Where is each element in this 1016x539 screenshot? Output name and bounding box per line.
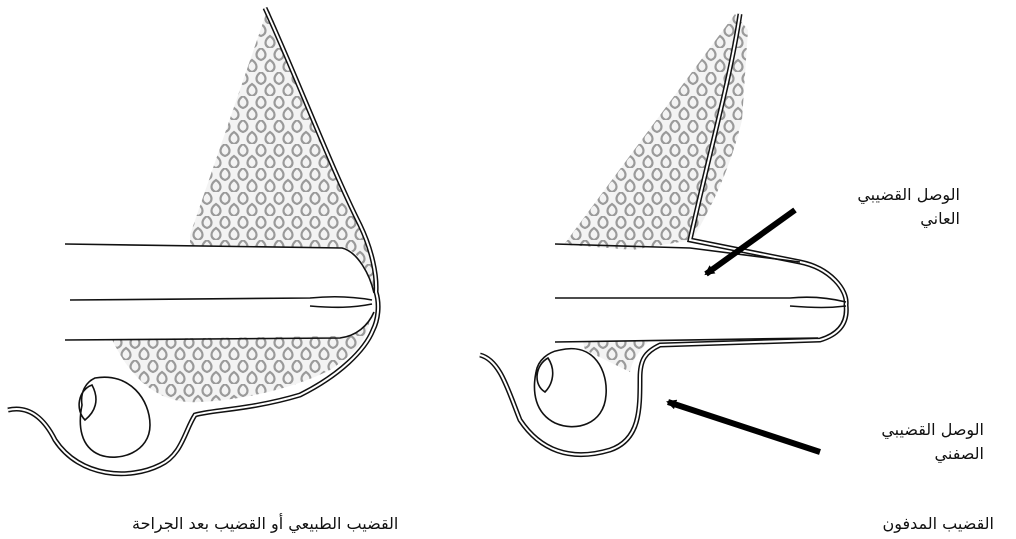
- penile-shaft-left: [65, 244, 372, 340]
- testis-left: [79, 377, 150, 457]
- arrow-penoscrotal: [668, 402, 820, 452]
- penopubic-label-line-1: الوصل القضيبي: [857, 183, 960, 207]
- penopubic-junction-label: الوصل القضيبي العاني: [857, 183, 960, 231]
- penoscrotal-junction-label: الوصل القضيبي الصفني: [881, 418, 984, 466]
- normal-penis-caption: القضيب الطبيعي أو القضيب بعد الجراحة: [132, 512, 398, 536]
- penile-shaft-right: [555, 244, 846, 342]
- buried-penis-caption: القضيب المدفون: [882, 512, 994, 536]
- normal-penis-diagram: [8, 8, 378, 474]
- penoscrotal-label-line-2: الصفني: [881, 442, 984, 466]
- suprapubic-fat-right: [560, 14, 748, 262]
- penopubic-label-line-2: العاني: [857, 207, 960, 231]
- testis-right: [534, 349, 606, 427]
- buried-penis-diagram: [480, 14, 846, 455]
- penoscrotal-label-line-1: الوصل القضيبي: [881, 418, 984, 442]
